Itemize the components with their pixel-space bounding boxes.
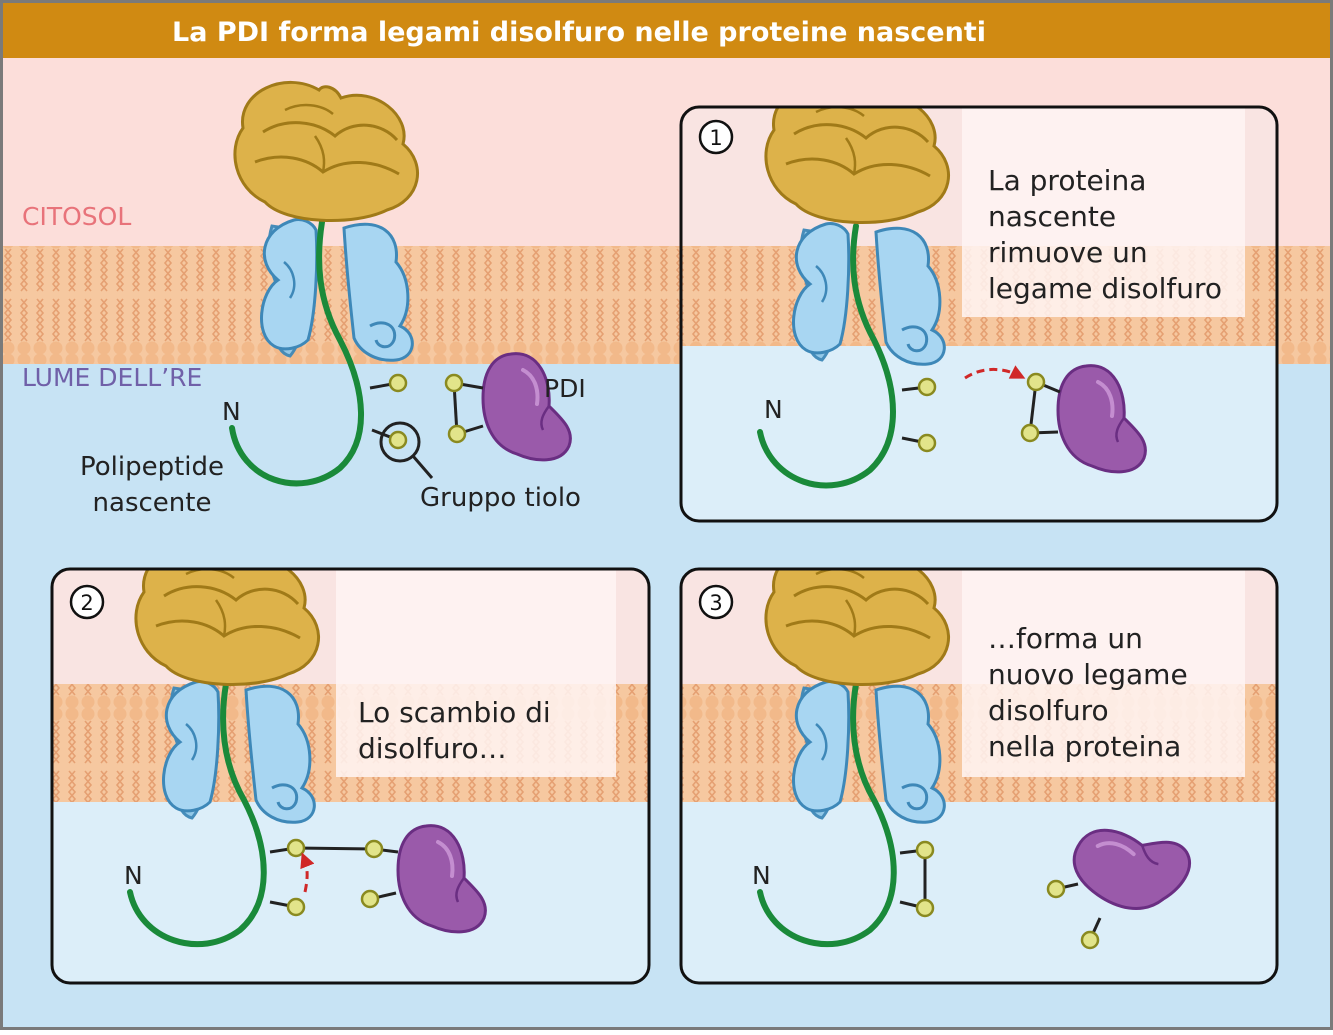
caption-1-line-1: La proteina bbox=[988, 164, 1146, 197]
n-terminus-label-1: N bbox=[764, 395, 783, 424]
step-number-1: 1 bbox=[709, 126, 722, 150]
panel-border-3 bbox=[679, 567, 1279, 985]
panel-border-2 bbox=[50, 567, 651, 985]
caption-3-line-4: nella proteina bbox=[988, 730, 1181, 763]
step-panel-3: N 3 …forma un nuovo legame disolfuro nel… bbox=[679, 567, 1279, 985]
cytosol-label: CITOSOL bbox=[22, 202, 131, 231]
caption-1-line-3: rimuove un bbox=[988, 236, 1148, 269]
pdi-thiol-main-1 bbox=[444, 373, 464, 393]
caption-3-line-3: disolfuro bbox=[988, 694, 1109, 727]
figure-title: La PDI forma legami disolfuro nelle prot… bbox=[172, 17, 986, 48]
polypeptide-label-line1: Polipeptide bbox=[80, 452, 224, 482]
caption-box-3 bbox=[962, 569, 1245, 777]
step-badge-3 bbox=[698, 584, 734, 620]
polypeptide-label-line2: nascente bbox=[93, 488, 212, 518]
caption-1-line-2: nascente bbox=[988, 200, 1116, 233]
caption-2-line-1: Lo scambio di bbox=[358, 696, 551, 729]
pdi-thiol-main-2 bbox=[447, 424, 467, 444]
thiol-main-2 bbox=[388, 430, 408, 450]
exchange-arrow-1 bbox=[964, 365, 1026, 380]
thiol-group-label: Gruppo tiolo bbox=[420, 483, 581, 513]
n-terminus-label-3: N bbox=[752, 861, 771, 890]
main-scene: CITOSOL LUME DELL’RE N Polipeptide nasce… bbox=[22, 80, 586, 518]
thiol-main-1 bbox=[388, 373, 408, 393]
caption-2-line-2: disolfuro… bbox=[358, 732, 507, 765]
caption-3-line-2: nuovo legame bbox=[988, 658, 1188, 691]
step-panel-2: N 2 Lo scambio di disolfuro… bbox=[50, 567, 651, 985]
n-terminus-label-2: N bbox=[124, 861, 143, 890]
step-badge-2 bbox=[69, 584, 105, 620]
caption-3-line-1: …forma un bbox=[988, 622, 1143, 655]
step-badge-1 bbox=[698, 119, 734, 155]
panel-border-1 bbox=[679, 105, 1279, 523]
er-lumen-label: LUME DELL’RE bbox=[22, 363, 202, 392]
step-panel-1: N 1 La proteina nascente rimuove un lega… bbox=[679, 105, 1279, 523]
exchange-arrow-2 bbox=[300, 852, 315, 893]
caption-box-2 bbox=[336, 569, 616, 777]
polypeptide-main bbox=[229, 219, 364, 487]
caption-1-line-4: legame disolfuro bbox=[988, 272, 1222, 305]
step-number-2: 2 bbox=[80, 591, 93, 615]
thiol-magnifier bbox=[379, 421, 421, 463]
caption-box-1 bbox=[962, 107, 1245, 317]
step-number-3: 3 bbox=[709, 591, 722, 615]
pdi-label: PDI bbox=[544, 374, 586, 403]
n-terminus-label: N bbox=[222, 397, 241, 426]
title-bar bbox=[0, 0, 1333, 58]
